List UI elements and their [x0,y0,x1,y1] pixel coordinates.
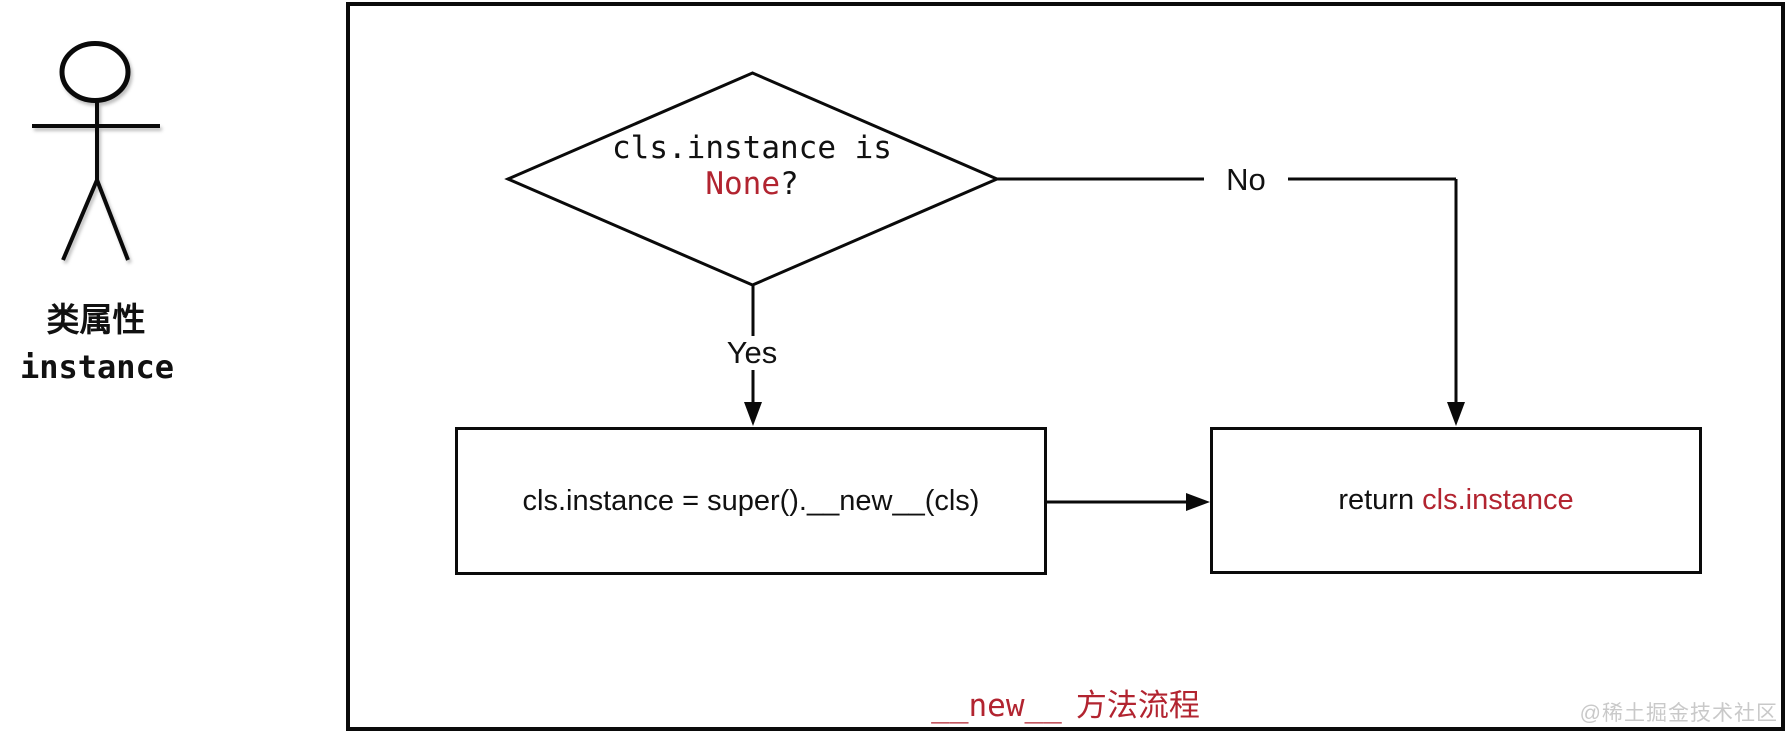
caption-cn-part: 方法流程 [1075,688,1200,723]
diagram-caption: __new__ 方法流程 [346,680,1785,725]
edge-label-no: No [1204,163,1288,197]
actor-label-cn: 类属性 [46,301,146,338]
decision-label-line2: None? [705,166,799,202]
arrowhead-process-to-return [1186,493,1210,511]
decision-label-line1: cls.instance is [612,130,892,166]
flowchart-frame [346,2,1785,731]
process-box: cls.instance = super().__new__(cls) [455,427,1047,575]
decision-none-highlight: None [705,166,780,202]
edge-label-yes: Yes [710,336,794,370]
arrowhead-yes [744,402,762,426]
stick-figure-icon [32,41,160,261]
caption-code-part: __new__ [931,688,1062,724]
return-box: return cls.instance [1210,427,1702,574]
arrowhead-no [1447,402,1465,426]
watermark: @稀土掘金技术社区 [1579,702,1778,725]
return-box-red-part: cls.instance [1422,484,1574,516]
process-box-label: cls.instance = super().__new__(cls) [522,484,980,517]
return-box-label: return cls.instance [1338,484,1574,516]
decision-label: cls.instance is None? [552,130,952,202]
actor-label-instance: instance [19,348,175,386]
